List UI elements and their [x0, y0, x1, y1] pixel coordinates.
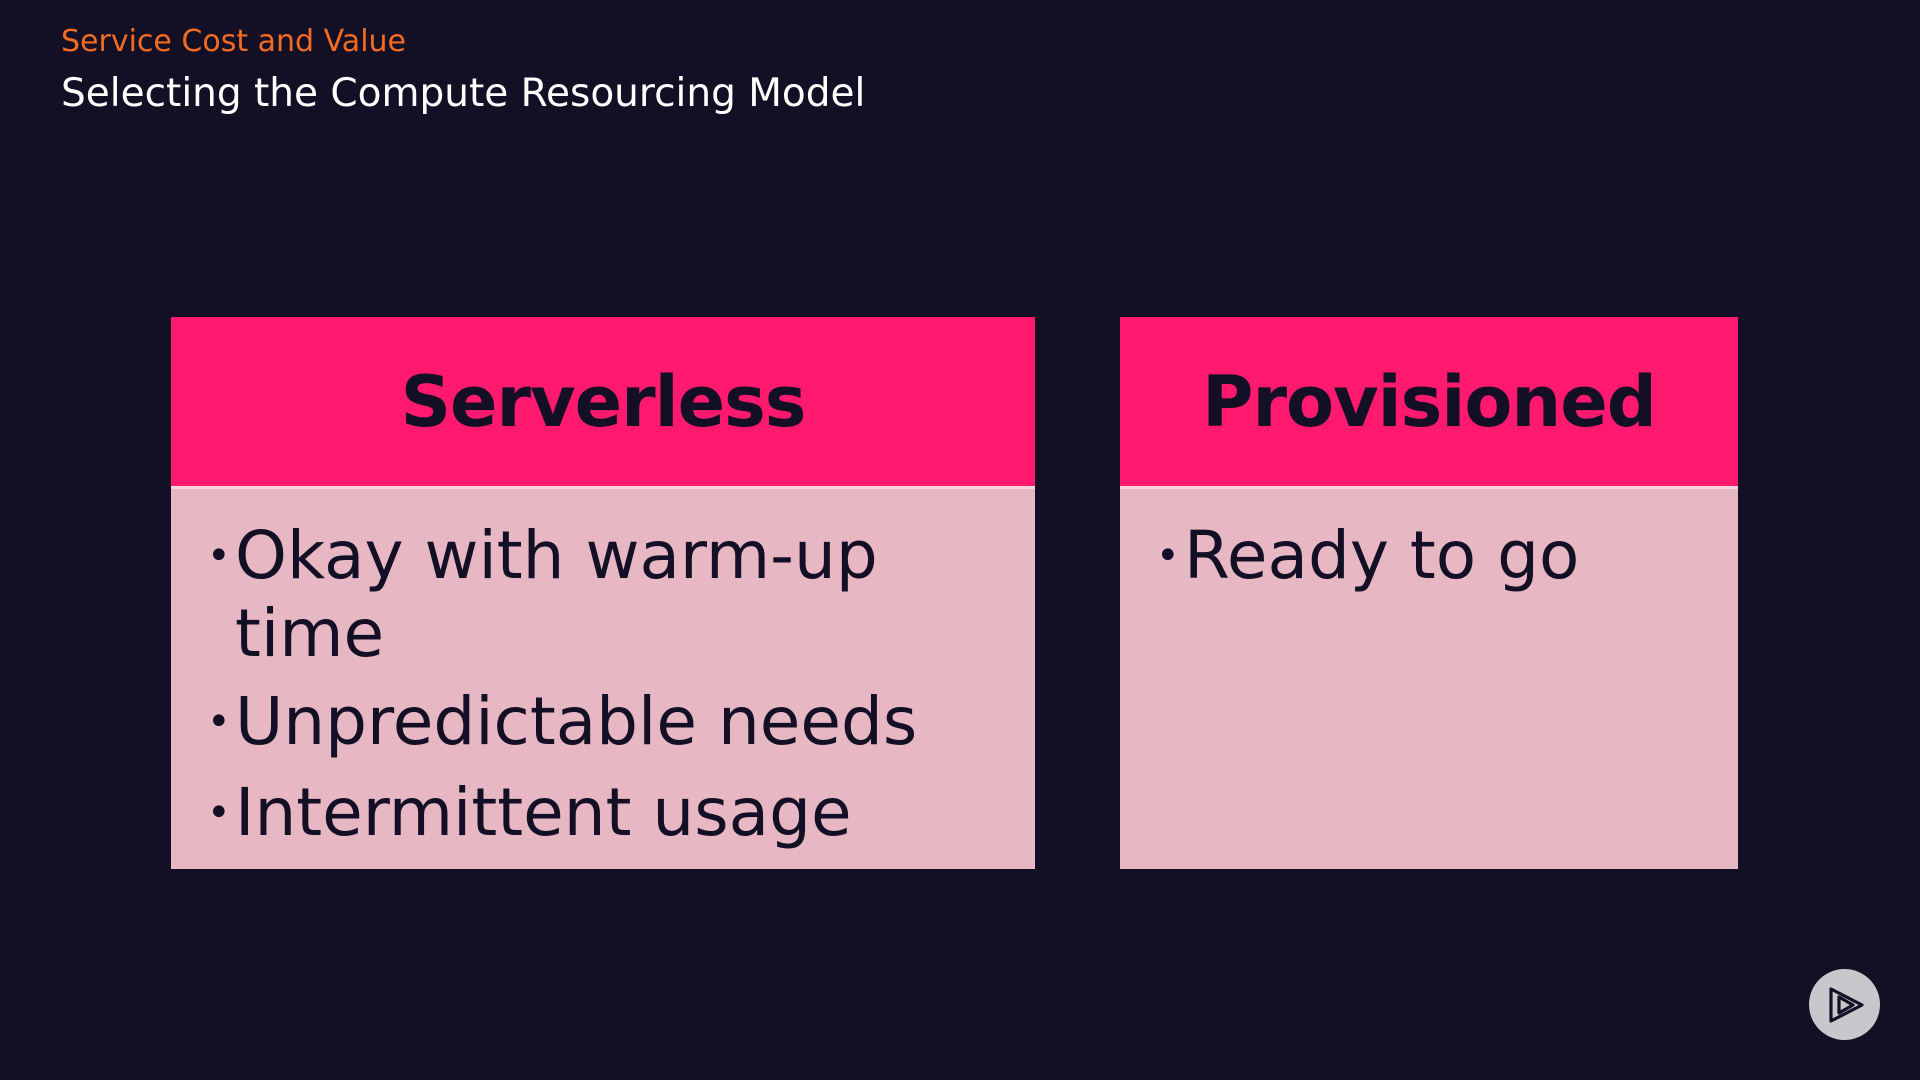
provisioned-card: Provisioned • Ready to go: [1120, 317, 1738, 869]
bullet-item: • Intermittent usage: [207, 774, 1035, 852]
bullet-text: Ready to go: [1184, 517, 1580, 594]
bullet-text: Intermittent usage: [235, 774, 852, 851]
bullet-dot: •: [207, 699, 231, 745]
bullet-item: • Okay with warm-up time: [207, 517, 1035, 673]
provisioned-card-body: • Ready to go: [1120, 486, 1738, 869]
bullet-item: • Ready to go: [1156, 517, 1738, 595]
provisioned-card-title: Provisioned: [1202, 360, 1657, 443]
bullet-item: • Unpredictable needs: [207, 683, 1035, 761]
pluralsight-play-icon: [1828, 986, 1864, 1023]
serverless-bullet-list: • Okay with warm-up time • Unpredictable…: [207, 517, 1035, 852]
provisioned-card-header: Provisioned: [1120, 317, 1738, 486]
slide-title: Selecting the Compute Resourcing Model: [61, 71, 866, 116]
serverless-card-body: • Okay with warm-up time • Unpredictable…: [171, 486, 1035, 869]
play-button[interactable]: [1809, 969, 1880, 1040]
bullet-text: Unpredictable needs: [235, 683, 918, 760]
bullet-text: Okay with warm-up time: [235, 517, 878, 672]
serverless-card-title: Serverless: [400, 360, 807, 443]
section-title: Service Cost and Value: [61, 24, 406, 59]
bullet-dot: •: [207, 790, 231, 836]
bullet-dot: •: [207, 533, 231, 579]
bullet-dot: •: [1156, 533, 1180, 579]
provisioned-bullet-list: • Ready to go: [1156, 517, 1738, 595]
serverless-card: Serverless • Okay with warm-up time • Un…: [171, 317, 1035, 869]
serverless-card-header: Serverless: [171, 317, 1035, 486]
